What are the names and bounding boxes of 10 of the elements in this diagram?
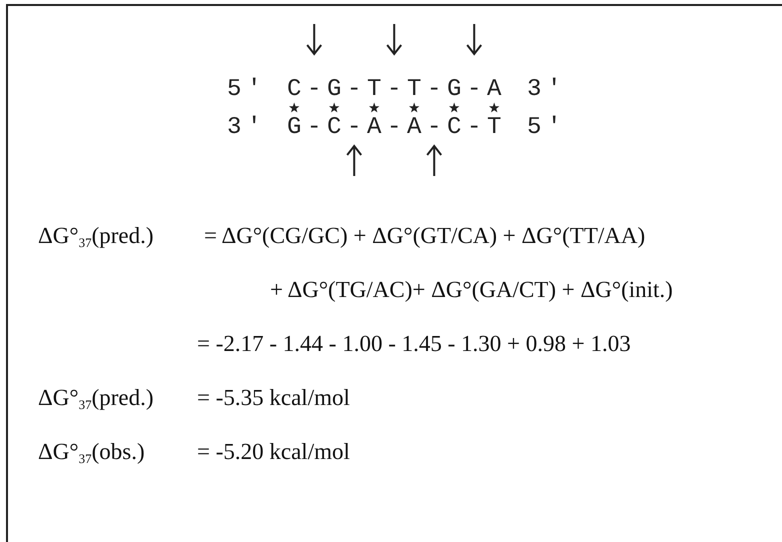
sequence-text: 5′ C-G-T-T-G-A 3′ [227, 76, 568, 104]
equation-text: + ΔG°(TG/AC)+ ΔG°(GA/CT) + ΔG°(init.) [270, 276, 673, 304]
equation-text: ΔG°$_{37}$(pred.) [38, 384, 154, 414]
equation-text: = -5.35 kcal/mol [197, 384, 350, 412]
equation-text: = -2.17 - 1.44 - 1.00 - 1.45 - 1.30 + 0.98 + 1.03 [197, 330, 631, 358]
equation-text: ΔG°$_{37}$(pred.) [38, 222, 154, 252]
equation-text: ΔG°$_{37}$(obs.) [38, 438, 145, 468]
equation-text: = -5.20 kcal/mol [197, 438, 350, 466]
equation-text: = ΔG°(CG/GC) + ΔG°(GT/CA) + ΔG°(TT/AA) [204, 222, 646, 250]
sequence-text: 3′ G-C-A-A-C-T 5′ [227, 114, 568, 142]
